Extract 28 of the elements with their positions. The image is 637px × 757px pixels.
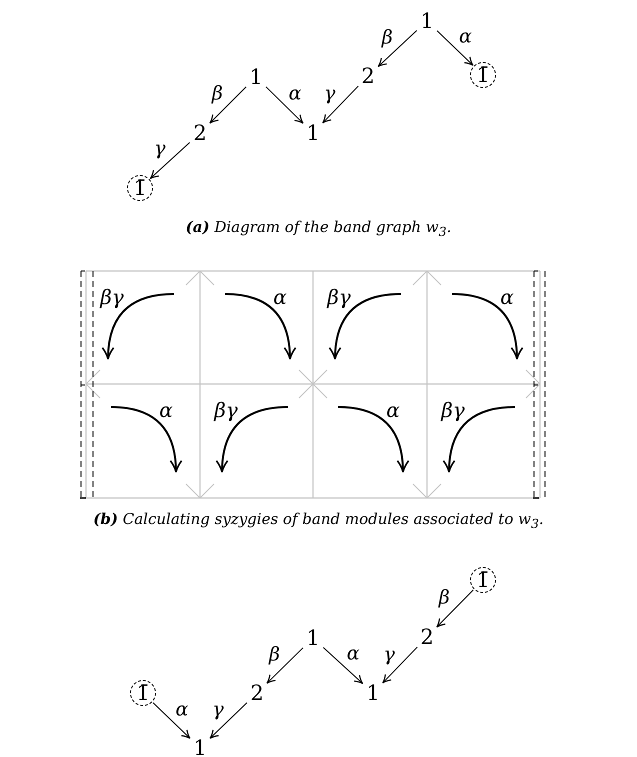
circled-vertex: 1̄ (127, 175, 153, 201)
circled-vertex: 1̄ (470, 62, 496, 88)
arrow-label: βγ (100, 287, 124, 307)
edge-label: β (268, 645, 281, 664)
arrow-label: βγ (214, 400, 238, 420)
arrow-label: α (386, 400, 400, 420)
vertex-number: 2 (244, 680, 270, 706)
edge-label: β (438, 588, 451, 608)
vertex-number: 1 (187, 735, 213, 757)
vertex-number: 1 (414, 8, 440, 34)
vertex-number: 2 (187, 120, 213, 146)
figure-caption: (a) Diagram of the band graph w$_{3}$. (186, 218, 452, 236)
arrow-label: α (500, 287, 514, 307)
vertex-number: 2 (414, 624, 440, 650)
arrow-label: βγ (327, 287, 351, 307)
edge-label: β (210, 84, 224, 104)
edge-label: β (380, 28, 394, 48)
circled-vertex: 1̄ (130, 680, 156, 706)
vertex-number: 1 (300, 120, 326, 146)
arrow-label: βγ (441, 400, 465, 420)
vertex-number: 1 (243, 64, 269, 90)
circled-vertex: 1̄ (470, 567, 496, 593)
vertex-number: 1 (360, 680, 386, 706)
vertex-number: 2 (355, 63, 381, 89)
vertex-number: 1 (300, 625, 326, 651)
figure-caption: (b) Calculating syzygies of band modules associated to w$_{3}$. (93, 510, 544, 528)
arrow-label: α (159, 400, 173, 420)
arrow-label: α (273, 287, 287, 307)
